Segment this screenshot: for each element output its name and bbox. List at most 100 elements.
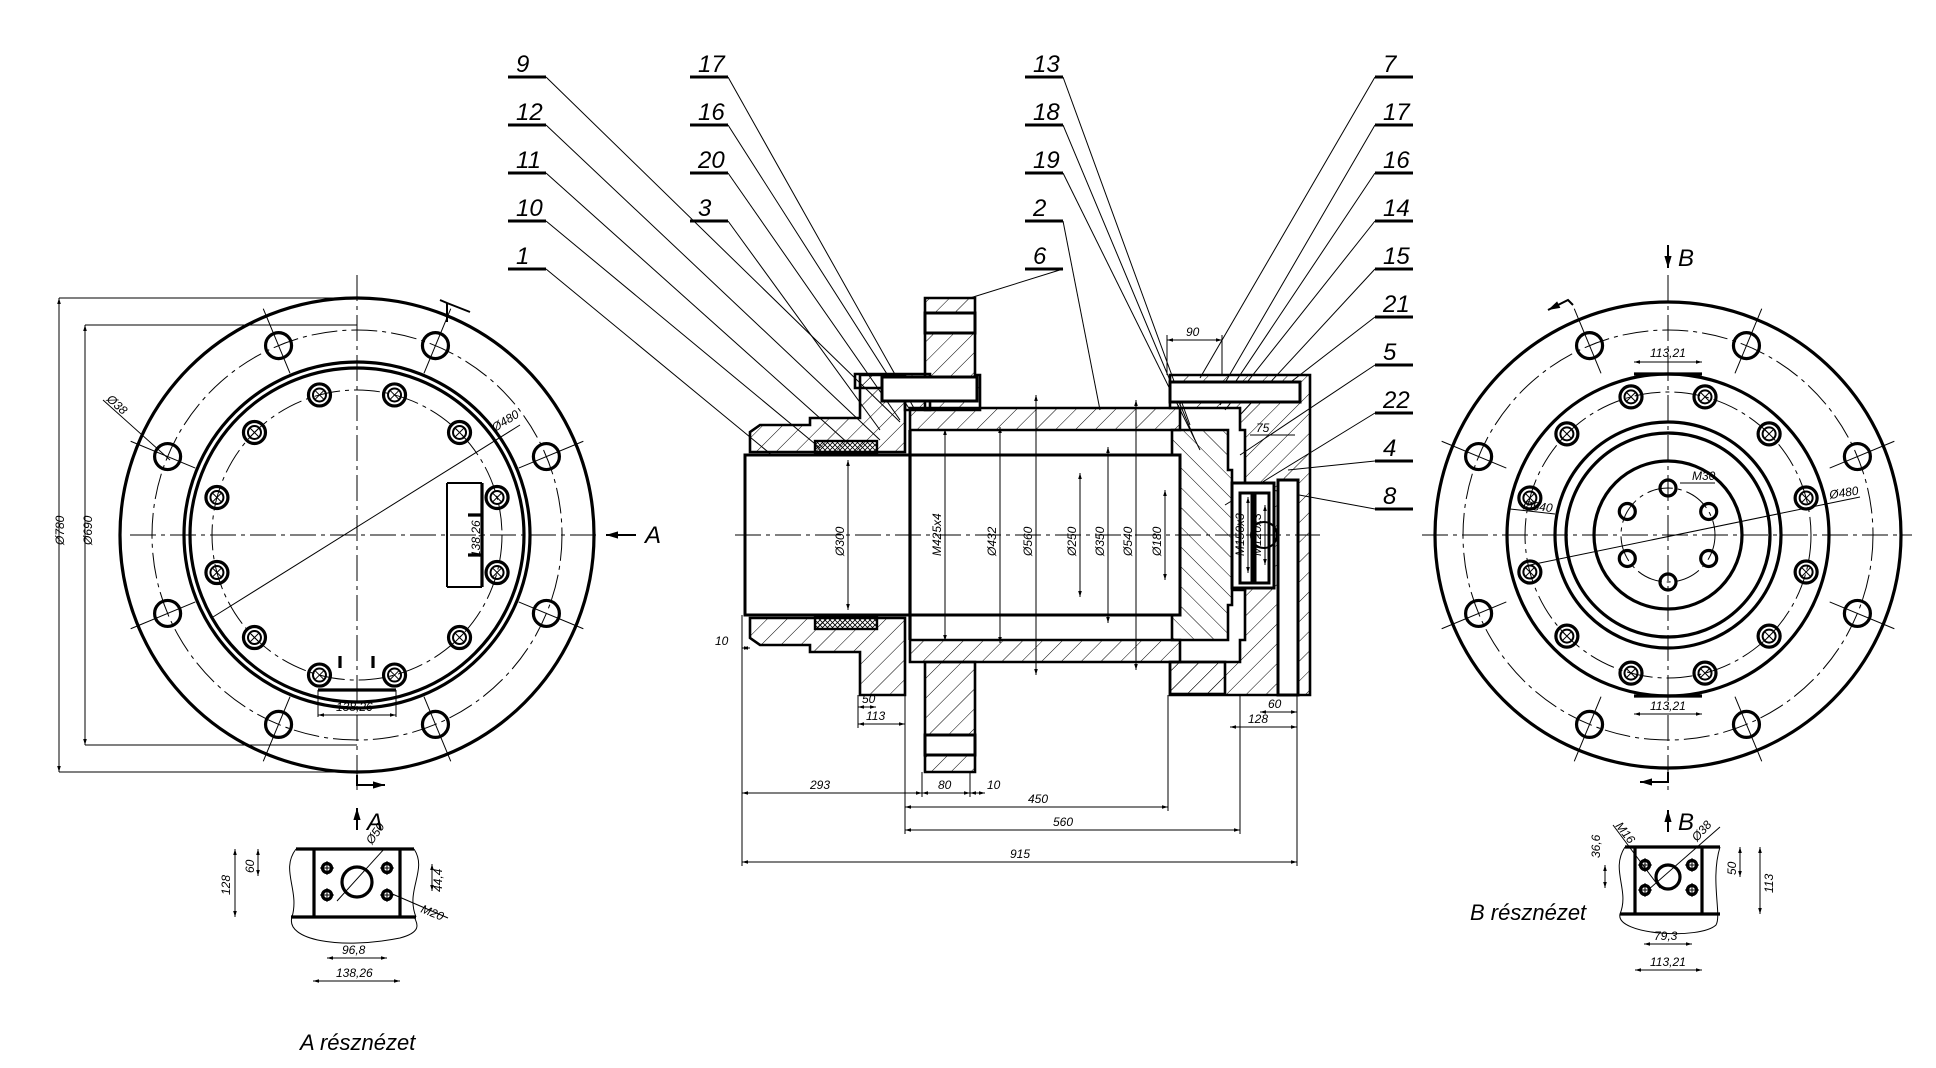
hole-centerline bbox=[1573, 308, 1602, 374]
leader-line bbox=[545, 172, 851, 446]
detail-b-break bbox=[1618, 846, 1721, 935]
socket-mark bbox=[390, 390, 399, 400]
detail-a-bolts bbox=[320, 861, 394, 902]
bolt-hole bbox=[531, 598, 561, 629]
cap-screw-socket bbox=[1761, 426, 1777, 442]
m30-hole bbox=[1617, 548, 1637, 569]
cap-screw bbox=[484, 559, 510, 586]
outer-holes bbox=[130, 308, 584, 762]
dim-d293: 293 bbox=[809, 778, 830, 792]
cap-screw-socket bbox=[209, 489, 225, 505]
part-label-13: 13 bbox=[1025, 51, 1191, 426]
part-label-11: 11 bbox=[508, 147, 851, 446]
bolt-upper-left bbox=[880, 375, 979, 403]
m30-hole bbox=[1658, 572, 1678, 592]
cap-screw bbox=[1517, 559, 1543, 585]
socket-mark bbox=[1626, 668, 1636, 678]
cap-screw-socket bbox=[452, 630, 468, 646]
packing-lower bbox=[813, 614, 879, 631]
hole-centerline bbox=[423, 696, 452, 762]
hole-centerline bbox=[1573, 696, 1602, 762]
detail-b-letter: B bbox=[1678, 809, 1694, 836]
bolt-hole bbox=[1842, 441, 1872, 472]
detail-b-frame bbox=[1620, 845, 1720, 916]
leader-line bbox=[1214, 124, 1376, 401]
bolt-hole bbox=[420, 331, 451, 361]
cap-screw-socket bbox=[1697, 389, 1713, 405]
cap-screw bbox=[1554, 623, 1580, 649]
dim-480-b-line bbox=[1529, 496, 1861, 566]
bolt-hole bbox=[153, 598, 183, 629]
socket-mark bbox=[1525, 567, 1535, 577]
socket-mark bbox=[1562, 631, 1572, 641]
cap-screw bbox=[306, 382, 333, 408]
socket-mark bbox=[1700, 668, 1710, 678]
diameter-label: Ø180 bbox=[1150, 526, 1164, 557]
cap-screw-socket bbox=[1761, 628, 1777, 644]
bolt-upper-right bbox=[1168, 380, 1302, 404]
dim-m20-line bbox=[389, 892, 449, 919]
part-number: 2 bbox=[1032, 195, 1046, 222]
dim-50-line bbox=[336, 847, 386, 902]
cap-screw-socket bbox=[1559, 628, 1575, 644]
dim-m16-line bbox=[1612, 824, 1661, 889]
leader-line bbox=[1199, 76, 1376, 379]
cap-screw-socket bbox=[1697, 665, 1713, 681]
dim-d10: 10 bbox=[987, 778, 1001, 792]
socket-mark bbox=[1764, 631, 1774, 641]
part-number: 1 bbox=[516, 243, 529, 270]
dim-d60: 60 bbox=[1268, 697, 1282, 711]
socket-mark bbox=[1801, 493, 1811, 503]
cut-arrow-top bbox=[439, 299, 471, 322]
end-cap bbox=[1168, 373, 1312, 697]
diameter-label: M120x3 bbox=[1250, 513, 1264, 556]
dim-38-b-line bbox=[1647, 826, 1721, 891]
diameter-label: Ø540 bbox=[1121, 526, 1135, 557]
cap-screw bbox=[1793, 485, 1819, 511]
view-letter-a: A bbox=[643, 522, 661, 549]
flange-lower-right bbox=[1168, 660, 1227, 696]
m30-hole bbox=[1699, 548, 1719, 569]
leader-line bbox=[545, 220, 821, 449]
part-label-9: 9 bbox=[508, 51, 901, 423]
detail-a-caption: A résznézet bbox=[298, 1030, 416, 1055]
socket-mark bbox=[492, 493, 502, 502]
dim-50-b: 50 bbox=[1725, 861, 1739, 875]
part-number: 19 bbox=[1033, 147, 1060, 174]
part-label-2: 2 bbox=[1025, 195, 1101, 411]
cap-screw bbox=[1517, 485, 1543, 511]
leader-line bbox=[727, 124, 911, 411]
port-marks bbox=[338, 513, 482, 668]
cap-screw bbox=[1692, 384, 1718, 410]
part-number: 16 bbox=[698, 99, 725, 126]
socket-mark bbox=[315, 390, 324, 400]
dim-m30: M30 bbox=[1692, 469, 1716, 483]
dim-38: Ø38 bbox=[103, 391, 130, 417]
cap-screw bbox=[381, 382, 408, 408]
cap-screw bbox=[241, 419, 268, 446]
part-label-6: 6 bbox=[969, 243, 1064, 299]
socket-mark bbox=[1525, 493, 1535, 503]
dim-540-b: Ø540 bbox=[1522, 498, 1554, 515]
part-number: 16 bbox=[1383, 147, 1410, 174]
bolt-hole bbox=[1842, 598, 1872, 629]
dim-90: 90 bbox=[1186, 325, 1200, 339]
cap-screw-socket bbox=[1522, 490, 1538, 506]
detail-b-caption: B résznézet bbox=[1470, 900, 1587, 925]
detail-b-bolts bbox=[1638, 858, 1699, 897]
cap-screw bbox=[381, 662, 408, 688]
inner-bolts bbox=[204, 382, 510, 688]
cap-screw bbox=[1618, 384, 1644, 410]
cap-screw bbox=[484, 484, 510, 511]
port-channel bbox=[1276, 478, 1300, 697]
detail-b-port bbox=[1654, 863, 1682, 891]
m30-hole bbox=[1617, 501, 1637, 522]
part-label-12: 12 bbox=[508, 99, 881, 441]
leader-line bbox=[727, 220, 881, 431]
dim-44: 44,4 bbox=[431, 868, 445, 892]
diameter-label: Ø350 bbox=[1093, 526, 1107, 557]
cap-screw-socket bbox=[311, 667, 327, 683]
cap-screw-socket bbox=[387, 387, 403, 403]
hole-centerline bbox=[130, 601, 196, 630]
cap-screw-socket bbox=[1623, 389, 1639, 405]
